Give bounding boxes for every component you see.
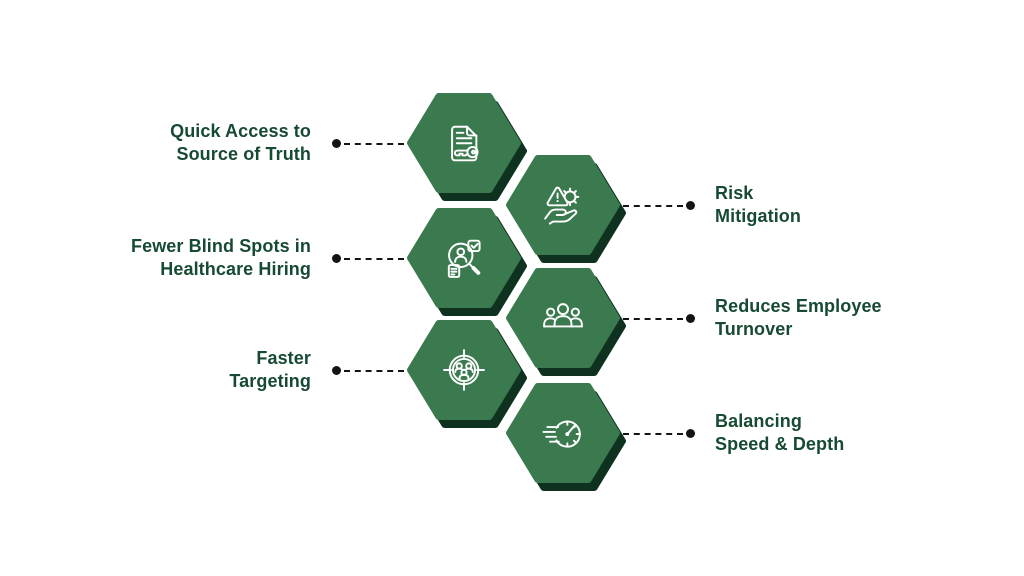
document-key-icon (451, 125, 479, 162)
people-group-icon (543, 303, 583, 328)
label-line-1: Faster (256, 348, 311, 368)
label-line-1: Risk (715, 183, 754, 203)
hexagon-tile (506, 383, 628, 493)
label-line-2: Healthcare Hiring (160, 259, 311, 279)
label-line-2: Targeting (229, 371, 311, 391)
hexagon-tile (506, 155, 628, 265)
hand-warning-gear-icon (544, 186, 580, 225)
connector-dashes (623, 204, 683, 207)
connector-dot (332, 139, 341, 148)
feature-label: Reduces Employee Turnover (715, 295, 882, 341)
target-people-icon (443, 349, 485, 391)
dotted-connector (620, 201, 695, 210)
dotted-connector (620, 314, 695, 323)
hexagon-shape (506, 383, 626, 491)
connector-dot (686, 429, 695, 438)
connector-dot (332, 254, 341, 263)
hexagon-tile (407, 93, 529, 203)
hexagon-shape (407, 208, 527, 316)
dotted-connector (332, 254, 407, 263)
label-line-2: Turnover (715, 319, 793, 339)
label-line-2: Mitigation (715, 206, 801, 226)
dotted-connector (332, 366, 407, 375)
label-line-2: Speed & Depth (715, 434, 845, 454)
connector-dot (686, 201, 695, 210)
label-line-1: Balancing (715, 411, 802, 431)
label-line-1: Quick Access to (170, 121, 311, 141)
feature-label: Faster Targeting (229, 347, 311, 393)
connector-dashes (623, 432, 683, 435)
connector-dot (332, 366, 341, 375)
magnifier-candidate-check-icon (447, 239, 481, 278)
connector-dot (686, 314, 695, 323)
feature-label: Risk Mitigation (715, 182, 801, 228)
hexagon-tile (407, 320, 529, 430)
label-line-1: Reduces Employee (715, 296, 882, 316)
label-line-2: Source of Truth (176, 144, 311, 164)
connector-dashes (344, 369, 404, 372)
connector-dashes (623, 317, 683, 320)
label-line-1: Fewer Blind Spots in (130, 236, 311, 256)
feature-label: Quick Access to Source of Truth (170, 120, 311, 166)
hexagon-tile (407, 208, 529, 318)
feature-label: Fewer Blind Spots in Healthcare Hiring (131, 235, 311, 281)
dotted-connector (332, 139, 407, 148)
connector-dashes (344, 142, 404, 145)
feature-label: Balancing Speed & Depth (715, 410, 844, 456)
dotted-connector (620, 429, 695, 438)
connector-dashes (344, 257, 404, 260)
speedometer-icon (542, 420, 581, 448)
hexagon-tile (506, 268, 628, 378)
